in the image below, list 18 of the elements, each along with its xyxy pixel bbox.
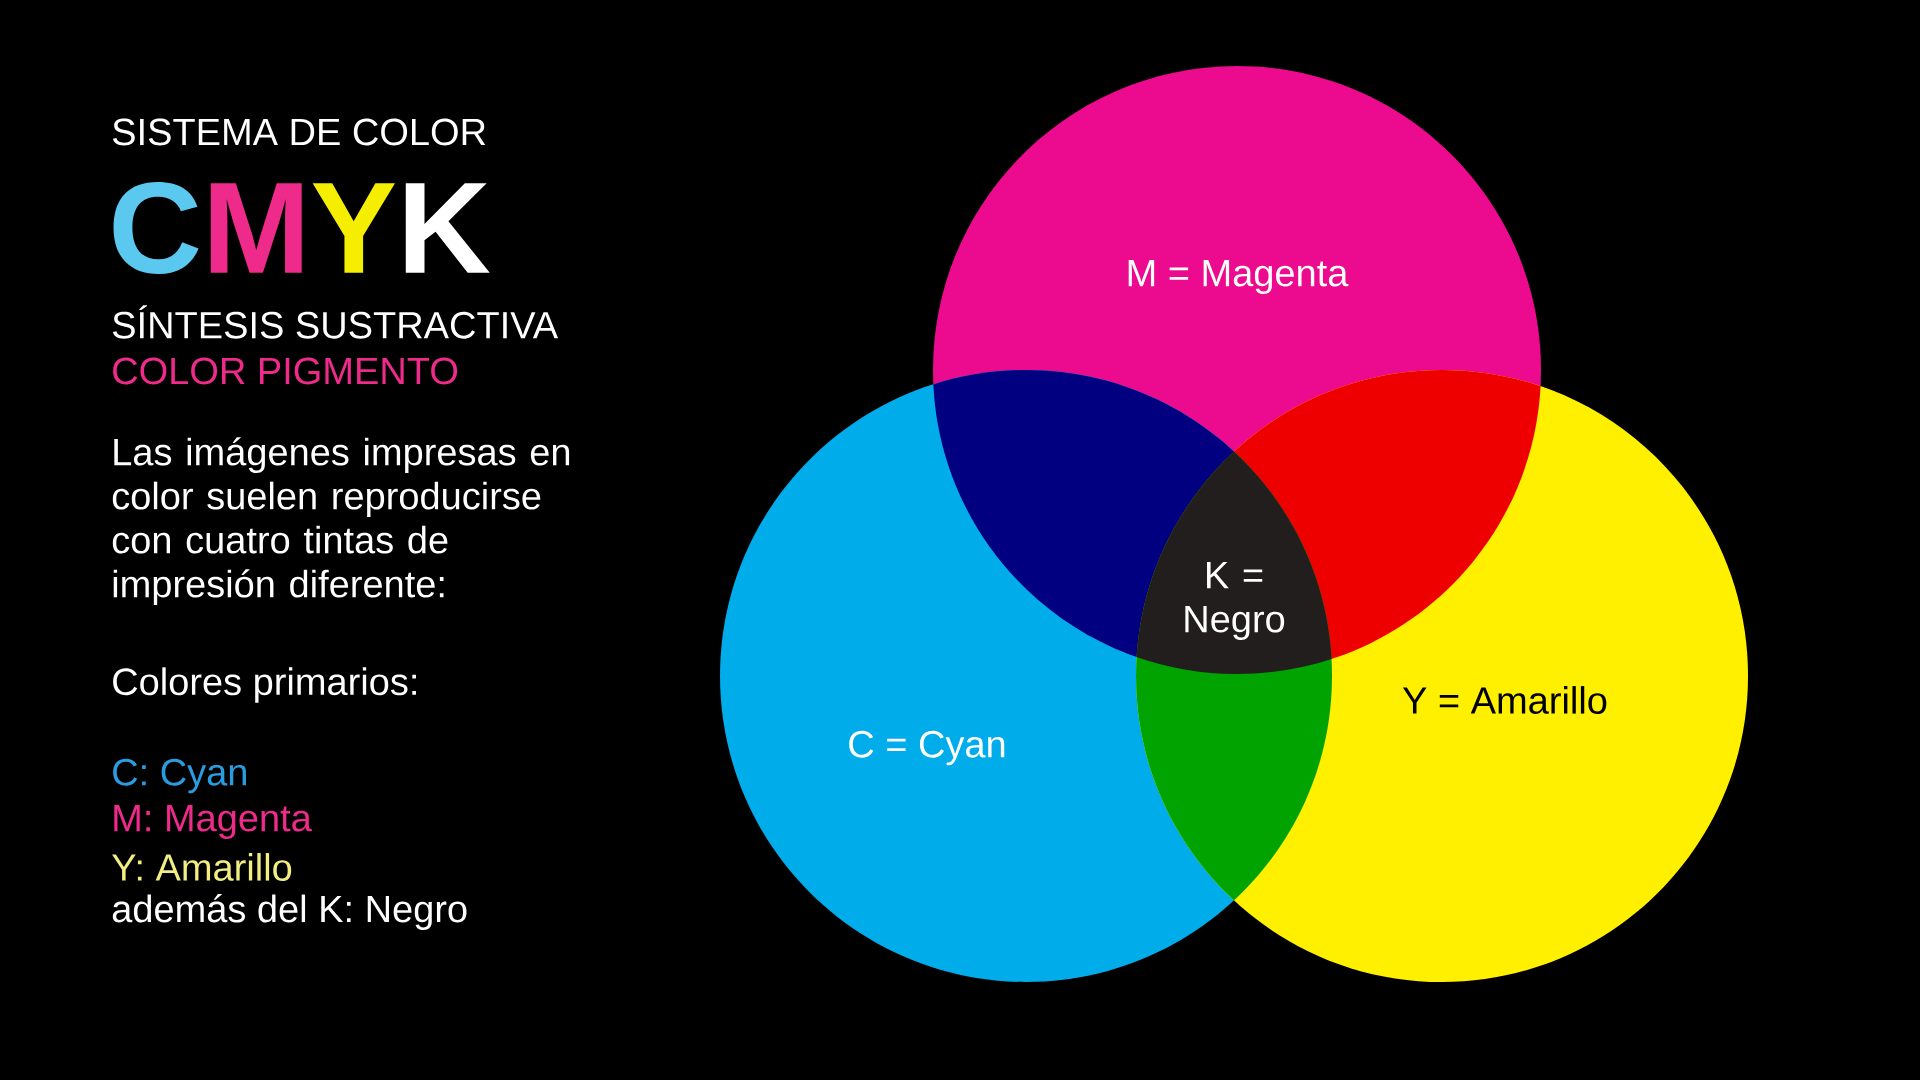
- subheading: COLOR PIGMENTO: [113, 357, 458, 385]
- list-item: C: Cyan: [113, 758, 246, 794]
- list-item: Y: Amarillo: [112, 853, 292, 881]
- region-label: Y = Amarillo: [1402, 686, 1607, 714]
- label: M: [210, 183, 302, 273]
- region-label: K = Negro: [1185, 562, 1285, 641]
- label: C: [113, 181, 199, 275]
- label: Y: [312, 183, 395, 273]
- label: K: [405, 183, 490, 273]
- heading: SISTEMA DE COLOR: [112, 118, 486, 146]
- list-item: M: Magenta: [114, 805, 312, 840]
- list-item: además del K: Negro: [112, 894, 467, 930]
- text: Colores primarios:: [113, 667, 416, 703]
- title: CMYK: [113, 182, 490, 275]
- region-label: C = Cyan: [849, 730, 1005, 766]
- subheading: SÍNTESIS SUSTRACTIVA: [112, 305, 559, 339]
- paragraph: Las imágenes impresas en color suelen reproducirse con cuatro tintas de impresión diferente:: [112, 437, 570, 606]
- region-label: M = Magenta: [1128, 260, 1349, 295]
